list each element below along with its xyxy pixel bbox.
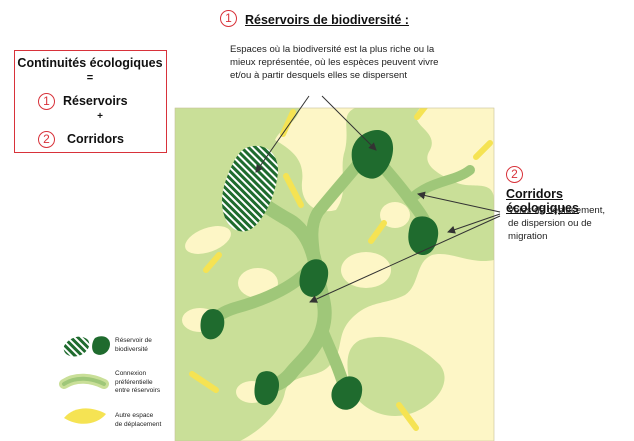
corridors-desc-line: migration: [508, 231, 548, 242]
summary-plus: +: [97, 111, 103, 122]
corridors-desc-line: Voies de déplacement,: [508, 205, 606, 216]
legend-line: de déplacement: [115, 420, 162, 428]
legend-yellow-symbol: [64, 408, 106, 424]
corridors-number: 2: [506, 166, 523, 183]
hatched-reservoir: [222, 145, 279, 232]
legend-line: biodiversité: [115, 345, 148, 353]
dark-reservoirs: [200, 130, 439, 410]
summary-corridors: Corridors: [67, 132, 124, 146]
reservoirs-description: Espaces où la biodiversité est la plus r…: [230, 43, 485, 82]
summary-box: Continuités écologiques = 1 Réservoirs +…: [14, 50, 167, 153]
legend-line: entre réservoirs: [115, 387, 161, 394]
reservoirs-title: Réservoirs de biodiversité :: [245, 13, 409, 27]
summary-title: Continuités écologiques: [17, 56, 163, 70]
reservoirs-desc-line: Espaces où la biodiversité est la plus r…: [230, 44, 435, 55]
legend-symbols: [59, 336, 110, 424]
legend-line: préférentielle: [115, 378, 153, 386]
reservoirs-desc-line: et/ou à partir desquels elles se dispers…: [230, 70, 408, 81]
legend-hatched-symbol: [63, 336, 90, 357]
corridors-title: Corridors écologiques: [506, 187, 579, 215]
corridors-description: Voies de déplacement, de dispersion ou d…: [508, 204, 628, 243]
legend-line: Connexion: [115, 370, 147, 377]
corridor-arrows: [309, 191, 501, 303]
reservoirs-number: 1: [220, 10, 237, 27]
reservoirs-desc-line: mieux représentée, où les espèces peuven…: [230, 57, 439, 68]
summary-number-2: 2: [38, 131, 55, 148]
legend-connexion-label: Connexion préférentielle entre réservoir…: [115, 370, 160, 396]
summary-number-1: 1: [38, 93, 55, 110]
corridors-desc-line: de dispersion ou de: [508, 218, 592, 229]
summary-reservoirs: Réservoirs: [63, 94, 128, 108]
legend-dark-symbol: [92, 336, 110, 355]
summary-equals: =: [86, 72, 94, 84]
legend-line: Réservoir de: [115, 337, 152, 344]
legend-line: Autre espace: [115, 412, 154, 419]
legend-autre-label: Autre espace de déplacement: [115, 412, 161, 429]
reservoir-arrows: [255, 95, 377, 173]
legend-reservoir-label: Réservoir de biodiversité: [115, 337, 152, 354]
yellow-strips: [189, 108, 493, 431]
